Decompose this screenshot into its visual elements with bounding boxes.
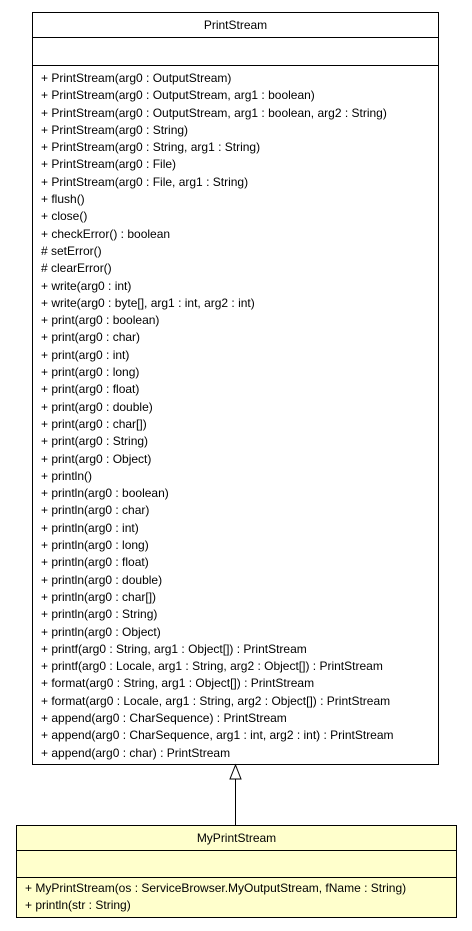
- operation: + print(arg0 : Object): [41, 451, 152, 466]
- operation: + print(arg0 : double): [41, 399, 153, 414]
- operation: + flush(): [41, 192, 85, 207]
- operation: + PrintStream(arg0 : File): [41, 157, 177, 172]
- hollow-triangle-arrowhead: [229, 763, 242, 780]
- operation: + print(arg0 : char): [41, 330, 141, 345]
- operation: + PrintStream(arg0 : String, arg1 : Stri…: [41, 140, 261, 155]
- operation: + println(arg0 : boolean): [41, 486, 169, 501]
- operation: + format(arg0 : Locale, arg1 : String, a…: [41, 693, 391, 708]
- printstream-class: PrintStream + PrintStream(arg0 : OutputS…: [32, 12, 439, 765]
- class-name: PrintStream: [203, 18, 268, 32]
- myprintstream-class: MyPrintStream + MyPrintStream(os : Servi…: [16, 825, 457, 918]
- operation: + println(arg0 : Object): [41, 624, 161, 639]
- operation: + println(arg0 : char): [41, 503, 150, 518]
- operation: + MyPrintStream(os : ServiceBrowser.MyOu…: [25, 881, 407, 895]
- operations-compartment: + MyPrintStream(os : ServiceBrowser.MyOu…: [17, 877, 456, 914]
- operation: + println(arg0 : double): [41, 572, 163, 587]
- operation: + println(arg0 : long): [41, 538, 149, 553]
- operation: + PrintStream(arg0 : OutputStream): [41, 71, 232, 85]
- operation: + print(arg0 : char[]): [41, 416, 147, 431]
- operation: + println(): [41, 468, 93, 483]
- operation: # clearError(): [41, 261, 112, 276]
- operation: + println(str : String): [25, 898, 131, 912]
- operation: + write(arg0 : int): [41, 278, 132, 293]
- operation: + format(arg0 : String, arg1 : Object[])…: [41, 676, 315, 691]
- operation: + write(arg0 : byte[], arg1 : int, arg2 …: [41, 295, 255, 310]
- operations-compartment: + PrintStream(arg0 : OutputStream) + Prin…: [33, 65, 438, 762]
- operation: + checkError() : boolean: [41, 226, 171, 241]
- operation: + print(arg0 : int): [41, 347, 130, 362]
- attributes-compartment: [33, 37, 438, 65]
- operation: + printf(arg0 : String, arg1 : Object[])…: [41, 641, 307, 656]
- operation: + print(arg0 : float): [41, 382, 140, 397]
- operation: + PrintStream(arg0 : File, arg1 : String…: [41, 174, 249, 189]
- operation: + print(arg0 : long): [41, 365, 140, 380]
- operation: + print(arg0 : String): [41, 434, 149, 449]
- operation: + append(arg0 : CharSequence) : PrintStr…: [41, 710, 287, 725]
- operation: + close(): [41, 209, 88, 224]
- attributes-compartment: [17, 850, 456, 877]
- operation: + PrintStream(arg0 : OutputStream, arg1 …: [41, 105, 387, 120]
- operation: + println(arg0 : String): [41, 607, 158, 622]
- operation: + println(arg0 : char[]): [41, 589, 157, 604]
- operation: # setError(): [41, 243, 102, 258]
- operation: + append(arg0 : char) : PrintStream: [41, 745, 231, 760]
- operation: + PrintStream(arg0 : String): [41, 122, 189, 137]
- operation: + PrintStream(arg0 : OutputStream, arg1 …: [41, 88, 315, 103]
- operation: + println(arg0 : float): [41, 555, 149, 570]
- operation: + println(arg0 : int): [41, 520, 139, 535]
- class-name: MyPrintStream: [196, 831, 277, 845]
- operation: + print(arg0 : boolean): [41, 313, 160, 328]
- operation: + printf(arg0 : Locale, arg1 : String, a…: [41, 659, 383, 674]
- operation: + append(arg0 : CharSequence, arg1 : int…: [41, 728, 394, 743]
